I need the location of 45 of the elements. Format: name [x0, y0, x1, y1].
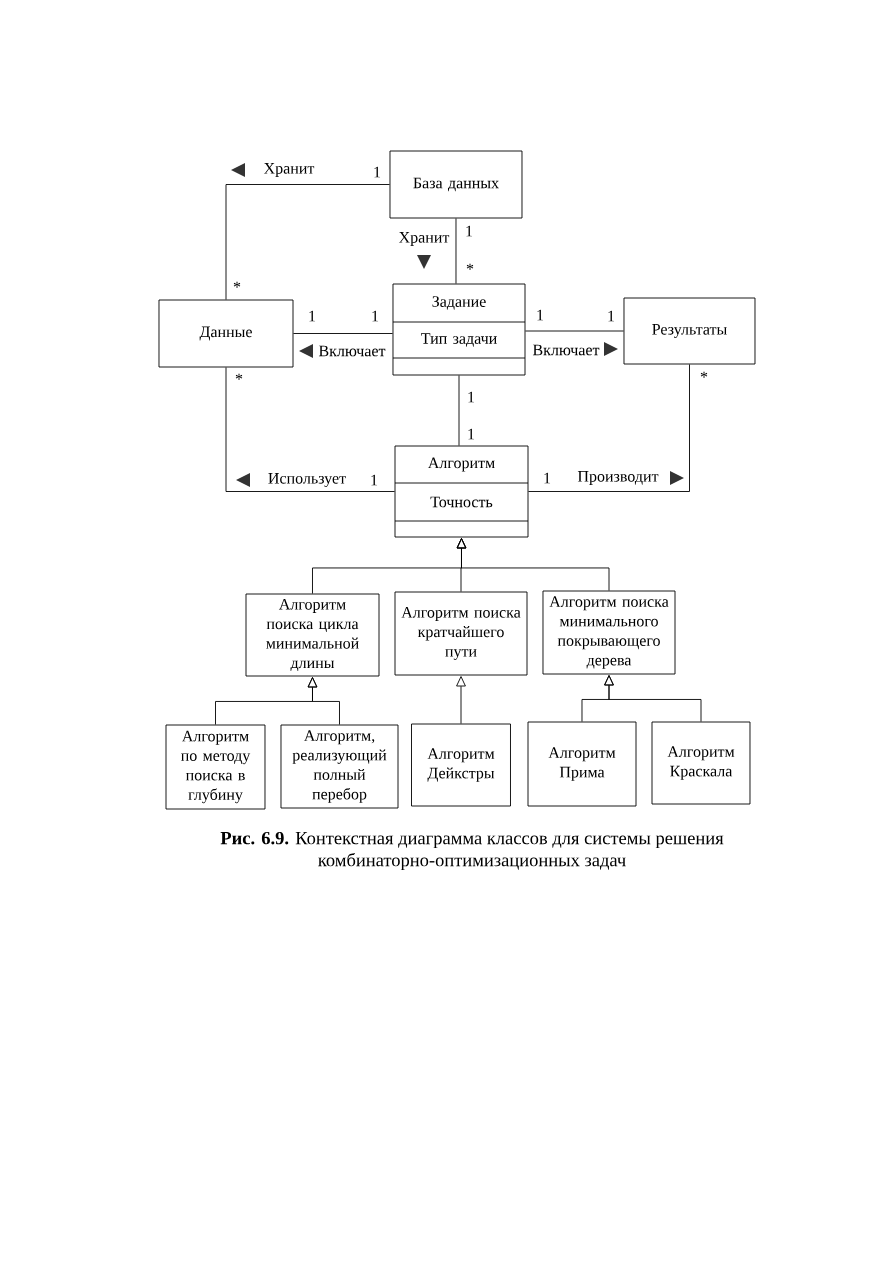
association-line	[225, 367, 395, 492]
class-box: Алгоритм поиска минимального покрывающего дерева	[542, 590, 676, 675]
class-box: База данных	[389, 150, 523, 219]
edge-label: Включает	[531, 343, 601, 357]
edge-label: Производит	[576, 470, 660, 486]
class-box: Алгоритм поиска кратчайшего пути	[394, 591, 528, 676]
class-box: Алгоритм по методу поиска в глубину	[165, 724, 266, 810]
multiplicity-label: *	[235, 373, 243, 380]
generalization-arrow	[307, 677, 340, 725]
multiplicity-label: 1	[544, 472, 551, 484]
edge-label: Включает	[317, 344, 387, 358]
multiplicity-label: 1	[374, 166, 381, 178]
class-box: Алгоритм Краскала	[651, 721, 751, 805]
class-box: Алгоритм Прима	[527, 721, 637, 807]
multiplicity-label: 1	[372, 310, 379, 322]
class-box: Алгоритм, реализующий полный перебор	[280, 724, 399, 809]
association-line	[458, 375, 460, 446]
multiplicity-label: *	[466, 263, 474, 270]
multiplicity-label: 1	[468, 391, 475, 403]
multiplicity-label: 1	[608, 310, 615, 322]
multiplicity-label: 1	[537, 309, 544, 321]
edge-label: Хранит	[397, 231, 451, 247]
class-box: Данные	[158, 299, 294, 368]
multiplicity-label: 1	[466, 225, 473, 237]
caption: Рис. 6.9. Контекстная диаграмма классов для системы решения комбинаторно-оптимизационных задач	[220, 831, 724, 871]
multiplicity-label: *	[700, 371, 708, 378]
multiplicity-label: *	[233, 281, 241, 288]
generalization-arrow	[456, 538, 610, 591]
multiplicity-label: 1	[309, 310, 316, 322]
multiplicity-label: 1	[371, 474, 378, 486]
association-line	[525, 330, 624, 332]
generalization-arrow	[604, 675, 702, 722]
association-line	[225, 184, 390, 300]
class-box: Результаты	[623, 297, 756, 365]
edge-label: Использует	[266, 472, 348, 488]
class-box: Задание Тип задачи	[392, 283, 526, 376]
edge-label: Хранит	[262, 162, 316, 178]
association-line	[293, 333, 393, 334]
class-box: Алгоритм поиска цикла минимальной длины	[245, 593, 380, 677]
class-box: Алгоритм Дейкстры	[411, 723, 511, 807]
class-box: Алгоритм Точность	[394, 445, 529, 538]
generalization-arrow	[456, 676, 466, 724]
association-line	[455, 218, 457, 284]
association-line	[528, 364, 690, 492]
multiplicity-label: 1	[468, 428, 475, 440]
